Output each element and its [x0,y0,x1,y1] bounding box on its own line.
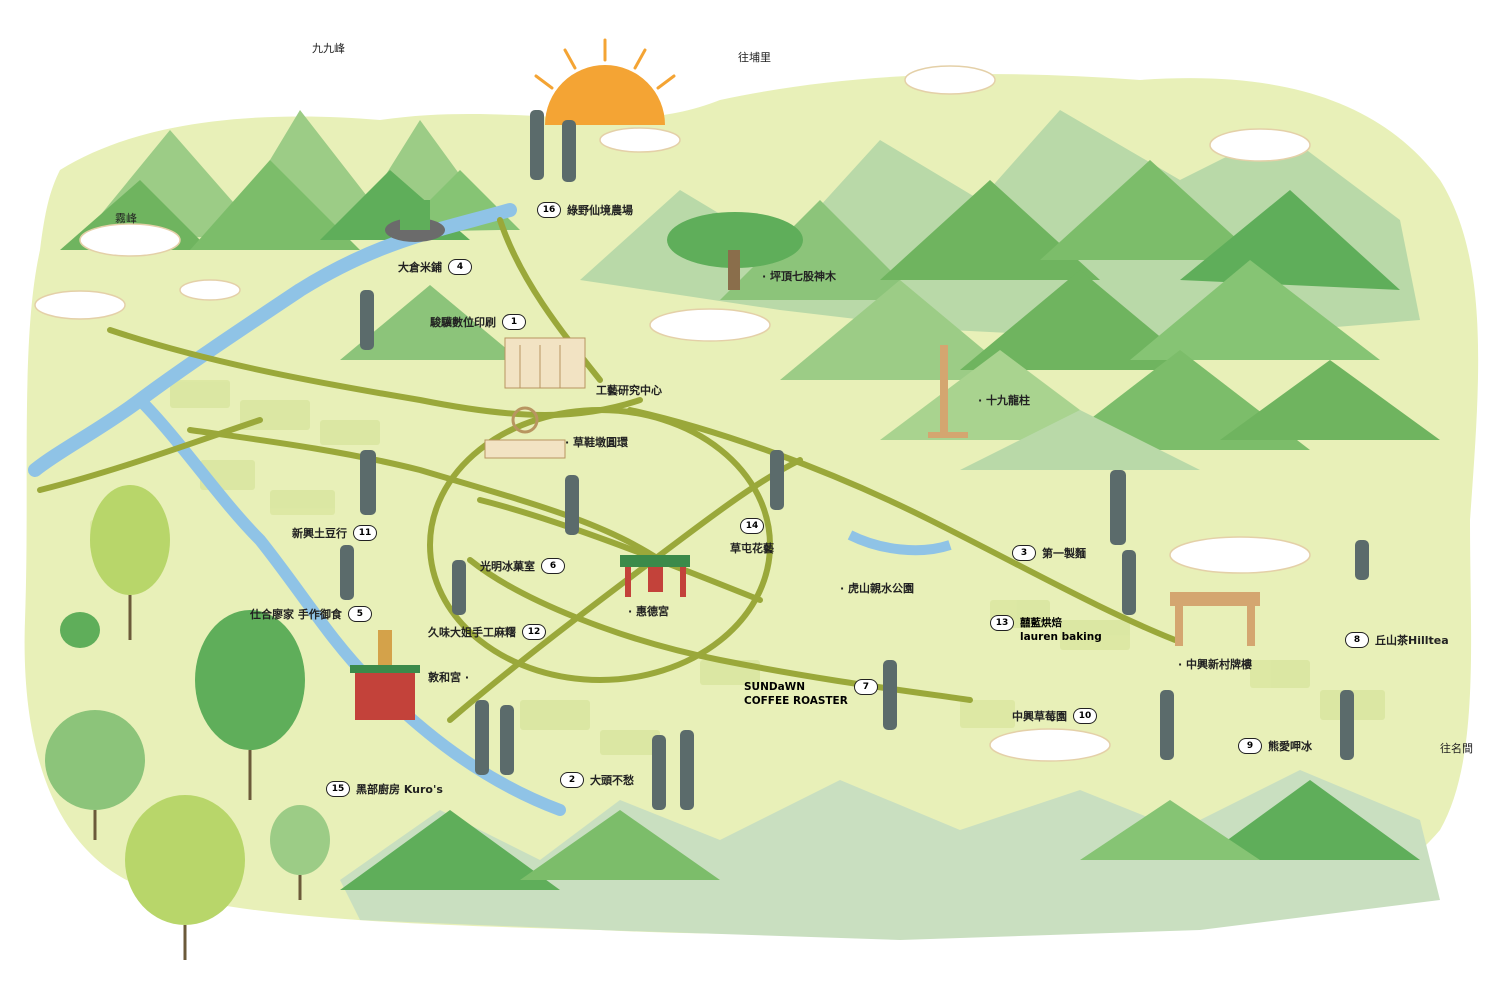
landmark-craft-center: 工藝研究中心 [596,384,662,397]
poi-name: 丘山茶Hilltea [1375,634,1449,647]
poi-number-badge: 13 [990,615,1014,631]
mountains-south [340,770,1440,940]
shop-owner-figures [340,110,1369,810]
mountains-northeast [580,110,1440,470]
poi-name-line2: lauren baking [1020,631,1102,643]
poi-8[interactable]: 8 丘山茶Hilltea [1345,632,1449,648]
sun [534,38,676,125]
poi-name: 光明冰菓室 [480,560,535,573]
poi-name: 綠野仙境農場 [567,204,633,217]
landmark-zhongxing-arch: · 中興新村牌樓 [1178,658,1253,671]
landmark-hushan-park: · 虎山親水公園 [840,582,915,595]
poi-name: 中興草莓園 [1012,710,1067,723]
poi-name: 大倉米鋪 [398,261,442,274]
direction-label-wufeng: 霧峰 [115,212,137,225]
zhongxing-arch-drawing [1170,592,1260,646]
poi-name: 囍藍烘焙 lauren baking [1020,616,1102,644]
poi-name-line1: 囍藍烘焙 [1020,617,1062,629]
poi-name-line2: COFFEE ROASTER [744,695,848,707]
dragon-pillar-drawing [928,345,968,438]
dunhe-temple-drawing [350,630,420,720]
craft-center-drawing [504,337,586,389]
landmark-dragon-pillar: · 十九龍柱 [978,394,1031,407]
poi-13[interactable]: 13 囍藍烘焙 lauren baking [990,615,1102,644]
poi-number-badge: 14 [740,518,764,534]
poi-name: 新興土豆行 [292,527,347,540]
poi-14[interactable]: 14 草屯花藝 [730,518,774,556]
poi-3[interactable]: 3 第一製麵 [1012,545,1086,561]
roads [37,217,1178,723]
poi-name: 第一製麵 [1042,547,1086,560]
clouds [34,65,1311,762]
poi-16[interactable]: 16 綠野仙境農場 [537,202,633,218]
poi-name: 熊愛呷冰 [1268,740,1312,753]
poi-number-badge: 16 [537,202,561,218]
poi-name: SUNDaWN COFFEE ROASTER [744,680,848,708]
poi-number-badge: 2 [560,772,584,788]
landmark-roundabout: · 草鞋墩圓環 [565,436,629,449]
landmark-dunhe-temple: 敦和宮 · [428,671,470,684]
hushan-park-drawing [847,530,952,556]
poi-12[interactable]: 久味大姐手工麻糬 12 [428,624,546,640]
poi-number-badge: 10 [1073,708,1097,724]
poi-number-badge: 15 [326,781,350,797]
poi-number-badge: 7 [853,679,878,695]
poi-number-badge: 12 [522,624,546,640]
poi-name: 大頭不愁 [590,774,634,787]
poi-9[interactable]: 9 熊愛呷冰 [1238,738,1312,754]
poi-11[interactable]: 新興土豆行 11 [292,525,377,541]
poi-number-badge: 1 [502,314,526,330]
poi-number-badge: 8 [1345,632,1369,648]
roundabout-drawing [484,406,566,459]
poi-number-badge: 5 [347,606,372,622]
poi-number-badge: 4 [448,259,472,275]
poi-name: 草屯花藝 [730,542,774,555]
poi-name: 黑部廚房 Kuro's [356,783,443,796]
direction-label-puli: 往埔里 [738,51,771,64]
poi-7[interactable]: SUNDaWN COFFEE ROASTER 7 [744,679,878,708]
direction-label-mingjian: 往名間 [1440,742,1473,755]
rice-shop-drawing [385,200,445,242]
pingding-tree-drawing [667,212,803,290]
poi-1[interactable]: 駿驥數位印刷 1 [430,314,526,330]
direction-label-jiujiufeng: 九九峰 [312,42,345,55]
hill-center [340,285,520,360]
poi-6[interactable]: 光明冰菓室 6 [480,558,565,574]
poi-name: 駿驥數位印刷 [430,316,496,329]
poi-number-badge: 3 [1012,545,1036,561]
landmark-pingding-tree: · 坪頂七股神木 [762,270,837,283]
poi-2[interactable]: 2 大頭不愁 [560,772,634,788]
poi-number-badge: 6 [541,558,565,574]
poi-number-badge: 11 [353,525,377,541]
huide-temple-drawing [620,555,690,597]
poi-10[interactable]: 中興草莓園 10 [1012,708,1097,724]
poi-number-badge: 9 [1238,738,1262,754]
poi-name: 久味大姐手工麻糬 [428,626,516,639]
poi-15[interactable]: 15 黑部廚房 Kuro's [326,781,443,797]
poi-name-line1: SUNDaWN [744,681,806,693]
poi-4[interactable]: 大倉米鋪 4 [398,259,472,275]
landmark-huide-temple: · 惠德宮 [628,605,670,618]
poi-5[interactable]: 仕合廖家 手作御食 5 [250,606,372,622]
poi-name: 仕合廖家 手作御食 [250,608,342,621]
trees-west [45,485,330,960]
